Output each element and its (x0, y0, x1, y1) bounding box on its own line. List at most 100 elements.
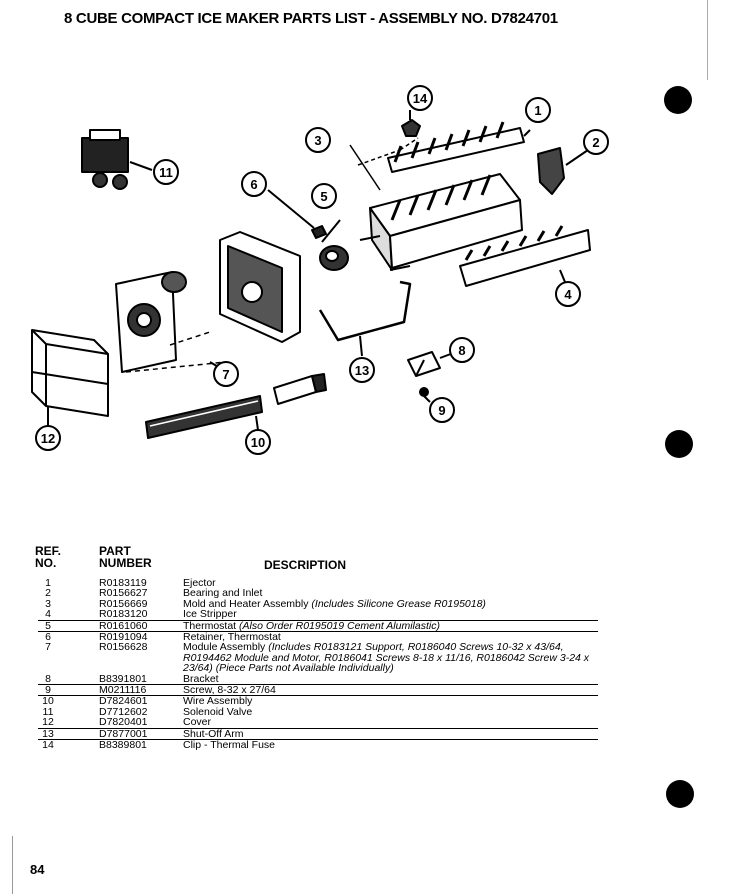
part-description: Ejector (183, 578, 598, 589)
ref-number: 13 (42, 727, 54, 740)
table-row: 11 D7712602 Solenoid Valve (38, 705, 598, 718)
part-number: R0156669 (99, 597, 148, 610)
table-row: 10 D7824601 Wire Assembly (38, 695, 598, 708)
binder-hole-icon (664, 86, 692, 114)
part-description: Screw, 8-32 x 27/64 (183, 684, 598, 697)
ref-no-header: REF. NO. (35, 545, 61, 569)
part-number: D7820401 (99, 716, 148, 729)
part-header-line2: NUMBER (99, 556, 152, 570)
margin-line-left (12, 836, 13, 894)
ref-number: 4 (45, 608, 51, 621)
part-description: Wire Assembly (183, 695, 598, 708)
ref-number: 3 (45, 597, 51, 610)
part-number: B8389801 (99, 739, 147, 752)
part-description: Bracket (183, 673, 598, 684)
svg-text:9: 9 (438, 403, 445, 418)
description-text: Shut-Off Arm (183, 727, 244, 740)
callout-3: 3 (305, 127, 331, 153)
solenoid-valve-drawing (81, 129, 153, 190)
bearing-and-inlet-drawing (537, 147, 589, 195)
callout-6: 6 (241, 171, 267, 197)
ref-header-line1: REF. (35, 544, 62, 558)
callout-9: 9 (429, 397, 455, 423)
description-text: Retainer, Thermostat (183, 631, 281, 644)
ref-number: 12 (42, 716, 54, 729)
part-header-line1: PART (99, 544, 131, 558)
svg-text:7: 7 (222, 367, 229, 382)
part-number: R0156628 (99, 641, 148, 654)
part-number: M0211116 (99, 684, 147, 697)
callout-11: 11 (153, 159, 179, 185)
callout-1: 1 (525, 97, 551, 123)
wire-assembly-drawing (145, 373, 327, 439)
part-number: R0191094 (99, 631, 148, 644)
description-text: Cover (183, 716, 212, 729)
screw-drawing (419, 387, 431, 403)
svg-text:10: 10 (251, 435, 265, 450)
svg-text:12: 12 (41, 431, 55, 446)
part-number-header: PART NUMBER (99, 545, 152, 569)
ref-number: 10 (42, 695, 54, 708)
description-header: DESCRIPTION (264, 558, 347, 572)
description-text: Screw, 8-32 x 27/64 (183, 684, 276, 697)
svg-text:3: 3 (314, 133, 321, 148)
module-assembly-drawing (115, 231, 301, 373)
part-description: Module Assembly (Includes R0183121 Suppo… (183, 642, 598, 673)
description-note: (Includes Silicone Grease R0195018) (311, 597, 486, 610)
part-description: Cover (183, 716, 598, 729)
part-number: D7712602 (99, 705, 148, 718)
part-number: R0161060 (99, 619, 148, 632)
table-row: 14 B8389801 Clip - Thermal Fuse (38, 739, 598, 752)
svg-text:4: 4 (564, 287, 572, 302)
description-text: Thermostat (183, 619, 237, 632)
part-number: R0183120 (99, 608, 148, 621)
thermostat-retainer-drawing (267, 189, 327, 239)
ref-number: 11 (42, 705, 54, 718)
thermal-fuse-clip-drawing (401, 110, 421, 137)
description-note: (Includes R0183121 Support, R0186040 Scr… (183, 641, 590, 675)
bracket-drawing (407, 351, 457, 377)
ref-number: 9 (45, 684, 51, 697)
callout-7: 7 (213, 361, 239, 387)
callout-8: 8 (449, 337, 475, 363)
table-row: 5 R0161060 Thermostat (Also Order R0195019… (38, 619, 598, 633)
part-description: Solenoid Valve (183, 705, 598, 718)
svg-text:11: 11 (159, 165, 173, 180)
binder-hole-icon (665, 430, 693, 458)
part-description: Thermostat (Also Order R0195019 Cement A… (183, 619, 598, 632)
callout-13: 13 (349, 357, 375, 383)
table-row: 13 D7877001 Shut-Off Arm (38, 727, 598, 741)
table-row: 9 M0211116 Screw, 8-32 x 27/64 (38, 684, 598, 697)
callout-2: 2 (583, 129, 609, 155)
part-number: B8391801 (99, 672, 147, 685)
ref-number: 2 (45, 587, 51, 600)
ref-number: 5 (45, 619, 51, 632)
ref-number: 1 (45, 577, 51, 589)
description-text: Solenoid Valve (183, 705, 253, 718)
table-row: 7 R0156628 Module Assembly (Includes R0183… (38, 642, 598, 673)
ref-number: 14 (42, 739, 54, 752)
callout-10: 10 (245, 429, 271, 455)
mold-heater-assembly-drawing (349, 137, 523, 271)
table-row: 3 R0156669 Mold and Heater Assembly (Inclu… (38, 597, 598, 610)
table-row: 12 D7820401 Cover (38, 716, 598, 729)
part-description: Clip - Thermal Fuse (183, 740, 598, 751)
description-text: Wire Assembly (183, 695, 253, 708)
ref-number: 7 (45, 641, 51, 654)
ejector-drawing (387, 121, 531, 173)
margin-line (707, 0, 708, 80)
callout-5: 5 (311, 183, 337, 209)
svg-text:1: 1 (534, 103, 541, 118)
part-number: D7877001 (99, 727, 148, 740)
description-text: Module Assembly (183, 641, 266, 654)
part-description: Ice Stripper (183, 609, 598, 620)
binder-hole-icon (666, 780, 694, 808)
ice-stripper-drawing (459, 225, 591, 287)
description-text: Mold and Heater Assembly (183, 597, 309, 610)
part-number: D7824601 (99, 695, 148, 708)
